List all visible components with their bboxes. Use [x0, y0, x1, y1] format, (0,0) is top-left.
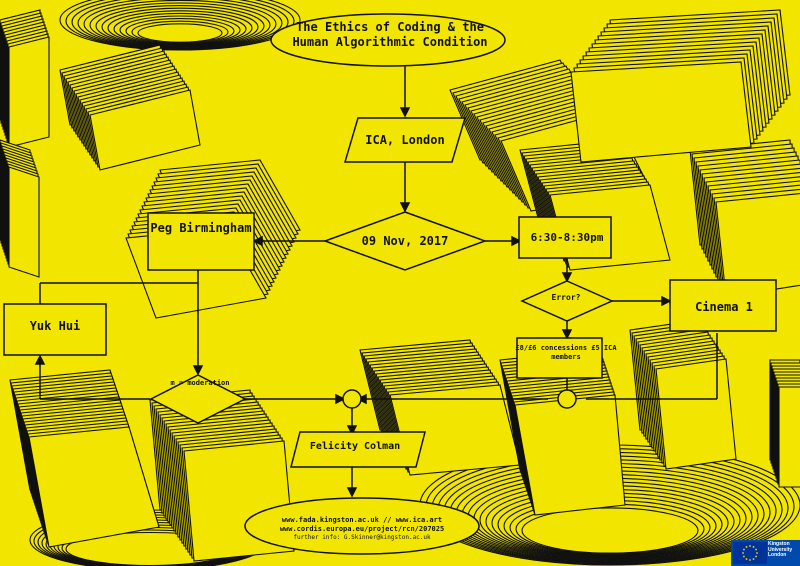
further-info-email[interactable]: further info: G.Skinner@kingston.ac.uk	[293, 534, 431, 542]
eu-star-icon	[755, 548, 757, 551]
decision-node-error: Error?	[551, 293, 581, 302]
moderation-node: m = moderation	[170, 379, 230, 387]
time-node: 6:30-8:30pm	[530, 231, 604, 244]
eu-star-icon	[752, 546, 755, 548]
eu-stars-icon	[742, 545, 758, 561]
eu-star-icon	[755, 555, 757, 558]
eu-star-icon	[743, 548, 745, 551]
link-fada-ica[interactable]: www.fada.kingston.ac.uk // www.ica.art	[281, 516, 443, 524]
links-node: www.fada.kingston.ac.uk // www.ica.art w…	[248, 516, 476, 542]
eu-star-icon	[756, 552, 758, 554]
price-node: £8/£6 concessions £5 ICA members	[515, 344, 617, 362]
flowchart-connectors	[3, 13, 777, 555]
event-title: The Ethics of Coding & the Human Algorit…	[292, 20, 488, 49]
eu-flag-icon	[733, 542, 767, 564]
eu-star-icon	[745, 558, 748, 560]
speaker-node-peg-birmingham: Peg Birmingham	[150, 221, 252, 235]
eu-star-icon	[743, 555, 745, 558]
university-name: Kingston University London	[768, 541, 793, 558]
speaker-node-yuk-hui: Yuk Hui	[29, 319, 81, 333]
eu-star-icon	[749, 545, 751, 547]
link-cordis[interactable]: www.cordis.europa.eu/project/rcn/207025	[279, 525, 445, 534]
location-node-cinema: Cinema 1	[695, 300, 753, 314]
eu-star-icon	[742, 552, 744, 554]
eu-star-icon	[745, 546, 748, 548]
eu-star-icon	[752, 558, 755, 560]
venue-node: ICA, London	[365, 133, 445, 147]
eu-star-icon	[749, 559, 751, 561]
date-node: 09 Nov, 2017	[361, 234, 449, 248]
speaker-node-felicity-colman: Felicity Colman	[309, 441, 401, 452]
